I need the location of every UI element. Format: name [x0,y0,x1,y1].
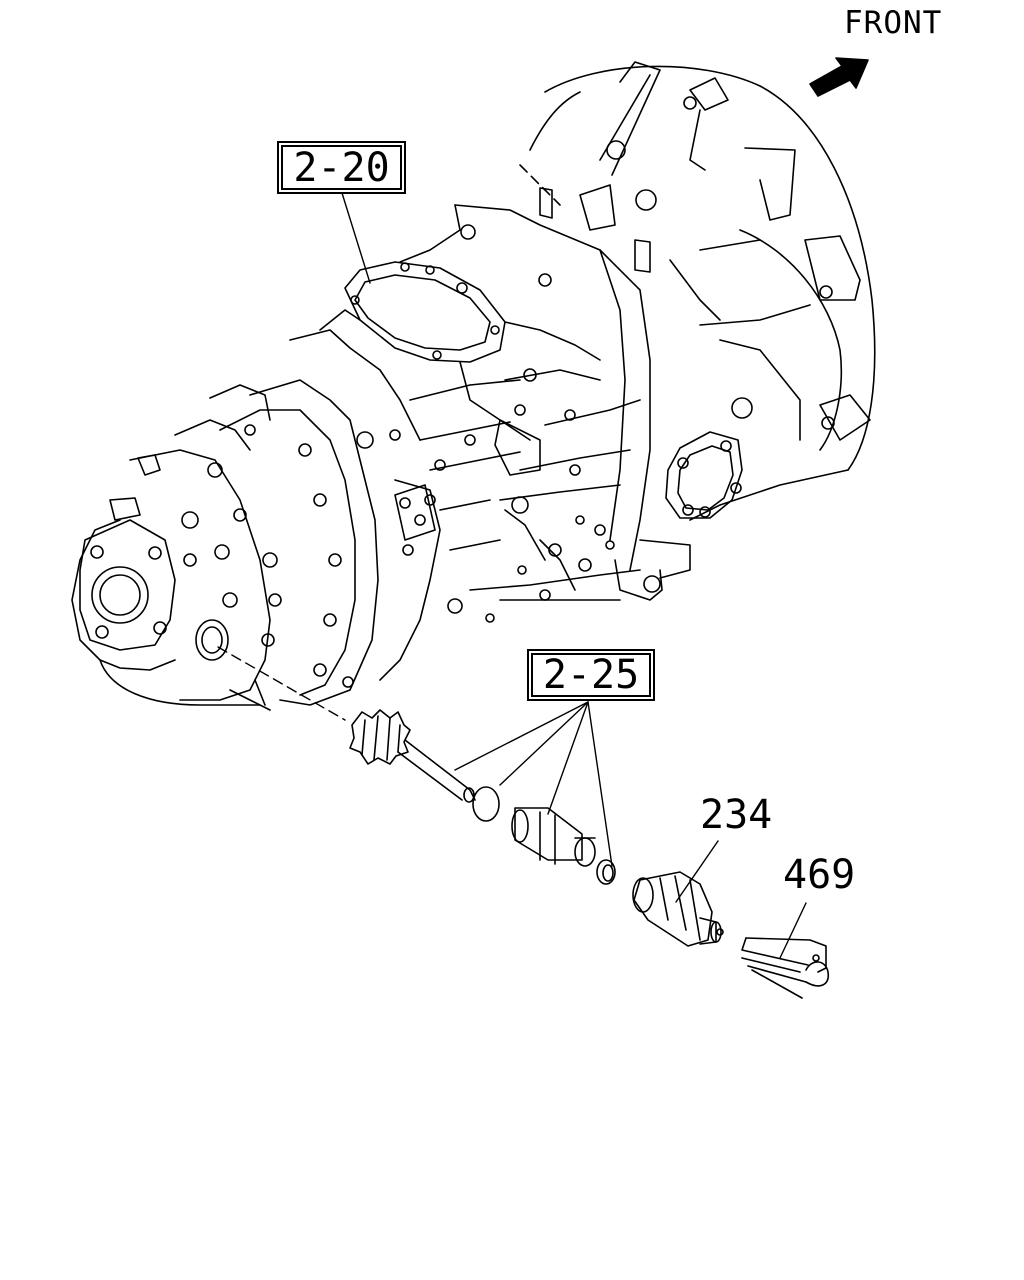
sleeve [511,807,596,867]
clip-bracket [741,937,830,999]
leader-lines [217,192,807,959]
part-number-234[interactable]: 234 [700,792,773,838]
small-seal [596,859,616,885]
driven-gear [349,709,411,765]
speed-sensor [632,871,724,947]
o-ring [472,786,500,822]
transmission-housing [71,61,876,711]
callout-2-25[interactable]: 2-25 [527,649,655,701]
front-arrow-icon [809,57,869,97]
part-number-469[interactable]: 469 [783,852,856,898]
rear-housing [71,379,379,711]
callout-2-20[interactable]: 2-20 [277,141,406,194]
side-flange [665,431,743,519]
driven-gear-assembly [349,709,616,885]
bell-housing [519,61,876,521]
front-direction-label: FRONT [844,5,943,41]
main-case [289,204,691,681]
